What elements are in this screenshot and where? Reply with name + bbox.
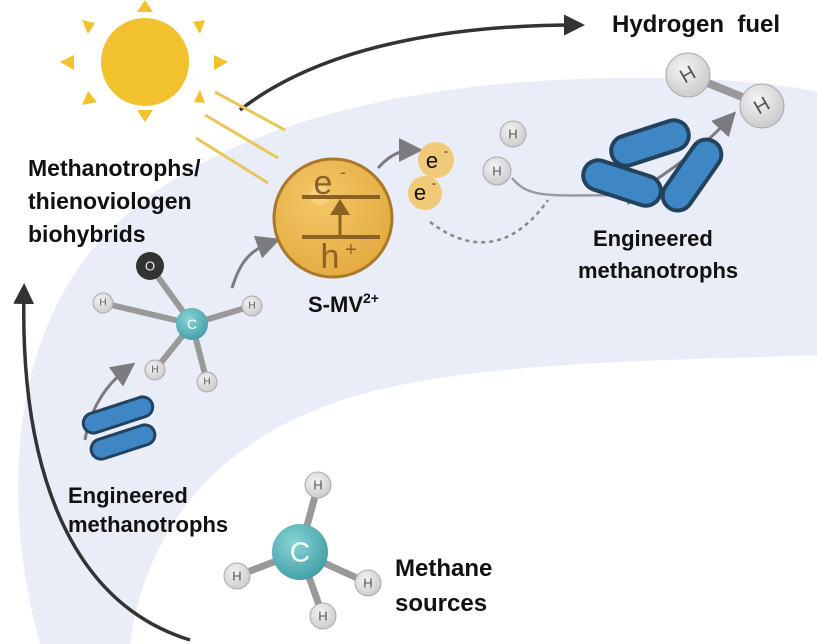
methane-c-label: C [290, 537, 310, 568]
band-hole-charge: + [345, 239, 357, 261]
electron-charge-2: - [432, 176, 436, 190]
electron-charge-1: - [444, 144, 448, 158]
biohybrids-label-line3: biohybrids [28, 221, 146, 247]
methanol-h-label-4: H [203, 377, 210, 388]
methanol-h-label-3: H [151, 365, 158, 376]
methane-sources-label-line1: Methane [395, 555, 492, 582]
hydrogen-fuel-label: Hydrogen fuel [612, 11, 780, 38]
arrow-smv-to-electrons [376, 138, 423, 170]
background-band [18, 77, 817, 644]
methane-sources-label-line2: sources [395, 590, 487, 617]
engineered-right-label-line2: methanotrophs [578, 258, 738, 283]
h2-molecule-icon: H H [665, 52, 785, 129]
sun-icon [60, 0, 286, 185]
electron-symbol-1: e [426, 148, 438, 173]
excitation-arrow-icon [330, 199, 350, 215]
smv-label-text: S-MV [308, 292, 363, 317]
band-electron-charge: - [340, 162, 346, 182]
smv-photocatalyst-sphere: e - h + [272, 157, 394, 279]
smv-label: S-MV2+ [308, 290, 379, 317]
proton-label-2: H [492, 164, 501, 179]
biohybrids-label-line1: Methanotrophs/ [28, 155, 201, 181]
engineered-right-label-line1: Engineered [593, 226, 713, 251]
free-electrons: e - e - [408, 142, 454, 210]
cycle-arrow-top [238, 14, 585, 112]
oxygen-label: O [145, 259, 155, 274]
engineered-left-label-line2: methanotrophs [68, 512, 228, 537]
methanol-c-label: C [187, 316, 197, 332]
proton-atoms: H H [482, 120, 527, 186]
methane-h-label-3: H [363, 576, 372, 591]
band-hole-symbol: h [321, 238, 340, 276]
methane-molecule-icon: H H H H C [223, 471, 382, 630]
methane-h-label-1: H [313, 478, 322, 493]
arrow-methanol-to-smv [230, 235, 281, 289]
dotted-electron-path [429, 199, 550, 244]
engineered-methanotrophs-left-icon [81, 395, 157, 461]
engineered-methanotrophs-right-icon [581, 118, 724, 213]
proton-label-1: H [508, 127, 517, 142]
methane-h-label-4: H [318, 609, 327, 624]
methanol-molecule-icon: O H H H H C [92, 252, 263, 393]
methanol-h-label-2: H [248, 301, 255, 312]
band-electron-symbol: e [314, 164, 333, 202]
electron-symbol-2: e [414, 180, 426, 205]
smv-label-charge: 2+ [363, 290, 379, 306]
engineered-left-label-line1: Engineered [68, 483, 188, 508]
cycle-arrow-left [13, 283, 191, 642]
methane-h-label-2: H [232, 569, 241, 584]
methanol-h-label-1: H [99, 298, 106, 309]
biohybrids-label-line2: thienoviologen [28, 188, 192, 214]
